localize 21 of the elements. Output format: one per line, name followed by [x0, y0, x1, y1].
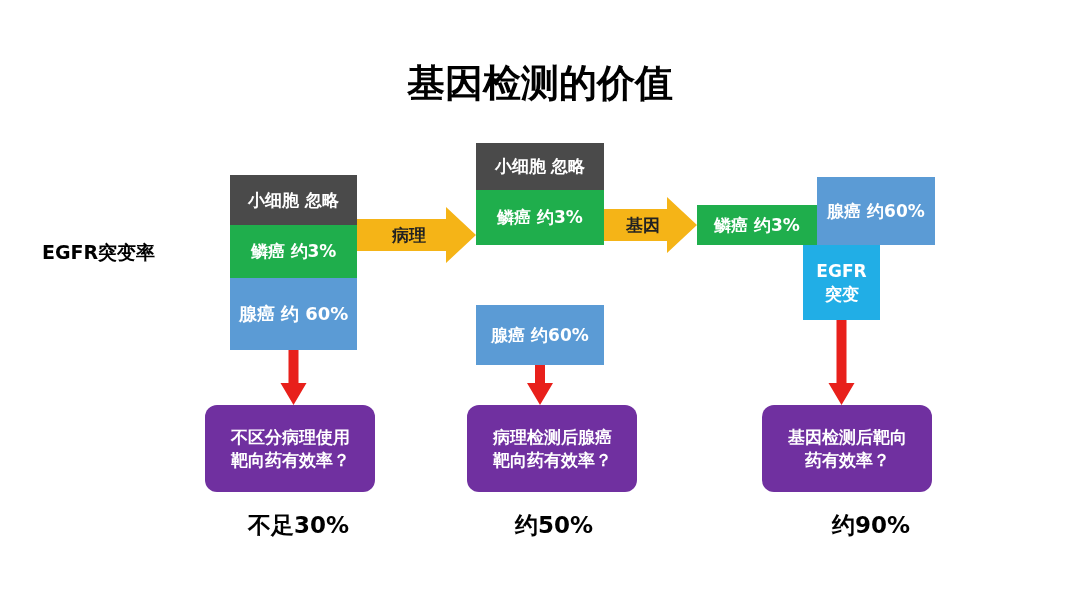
arrow — [527, 365, 553, 405]
category-box: 鳞癌 约3% — [476, 190, 604, 245]
edge-label: 基因 — [625, 213, 660, 237]
arrow — [828, 320, 855, 405]
category-box: 小细胞 忽略 — [476, 143, 604, 190]
category-box: 鳞癌 约3% — [230, 225, 357, 278]
category-box: 腺癌 约 60% — [230, 278, 357, 350]
edge-label: 病理 — [391, 223, 426, 247]
result-value: 不足30% — [248, 511, 350, 540]
result-value: 约50% — [515, 511, 594, 540]
row-label: EGFR突变率 — [42, 240, 156, 265]
arrow — [280, 350, 307, 405]
title: 基因检测的价值 — [406, 60, 674, 107]
category-box: EGFR 突变 — [803, 245, 880, 320]
block-arrow — [357, 207, 476, 263]
block-arrow — [604, 197, 697, 253]
category-box: 鳞癌 约3% — [697, 205, 817, 245]
result-value: 约90% — [832, 511, 911, 540]
category-box: 腺癌 约60% — [817, 177, 935, 245]
category-box: 小细胞 忽略 — [230, 175, 357, 225]
category-box: 腺癌 约60% — [476, 305, 604, 365]
